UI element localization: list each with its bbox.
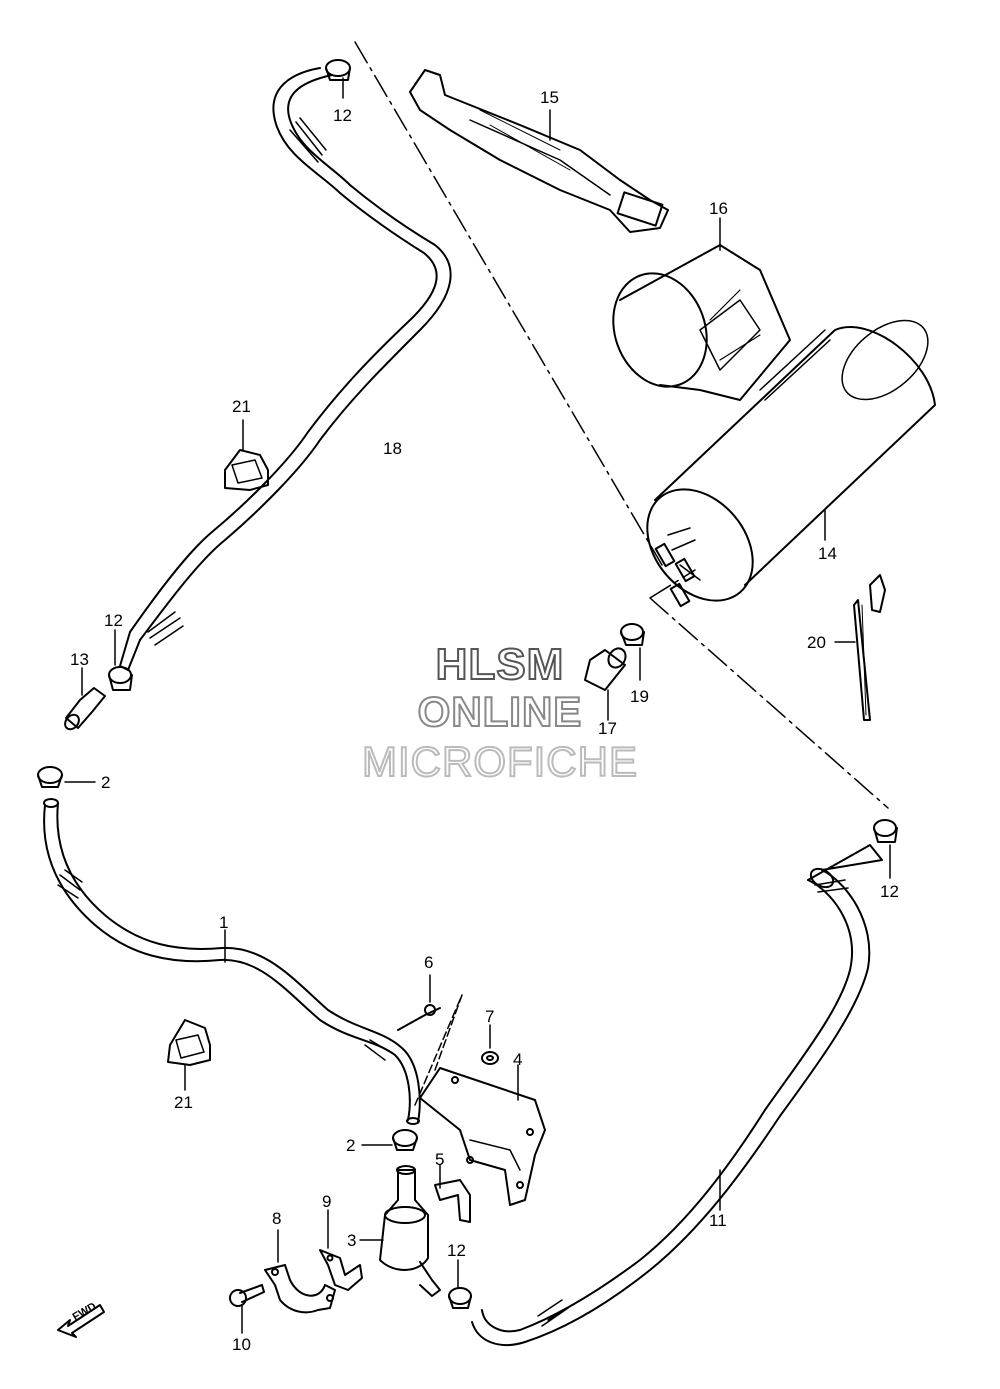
callout-2-upper: 2: [101, 773, 111, 792]
watermark-line-3: MICROFICHE: [361, 737, 638, 786]
rivet-6: [397, 1004, 441, 1031]
fitting-13: [64, 687, 106, 731]
fwd-arrow-icon: [57, 1304, 105, 1338]
clip-21-lower: [167, 1019, 211, 1066]
hose-1: [43, 798, 421, 1125]
callout-3: 3: [347, 1231, 357, 1250]
callout-6: 6: [424, 953, 434, 972]
callout-12-lower: 12: [447, 1241, 466, 1260]
strap-15: [409, 69, 669, 233]
callout-21-lower: 21: [174, 1093, 193, 1112]
callout-2-lower: 2: [346, 1136, 356, 1155]
callout-5: 5: [435, 1150, 445, 1169]
clamp-12-left: [108, 666, 133, 691]
tie-20: [853, 574, 886, 721]
bracket-9: [319, 1249, 363, 1291]
callout-16: 16: [709, 199, 728, 218]
callout-13: 13: [70, 650, 89, 669]
washer-7: [481, 1051, 499, 1065]
hose-17: [584, 647, 627, 691]
callout-11: 11: [709, 1211, 727, 1230]
callout-15: 15: [540, 88, 559, 107]
clamp-12-right: [873, 819, 898, 843]
callout-7: 7: [485, 1007, 495, 1026]
callout-8: 8: [272, 1209, 282, 1228]
callout-21-upper: 21: [232, 397, 251, 416]
clamp-12-top: [325, 59, 351, 81]
callout-18: 18: [383, 439, 402, 458]
clip-5: [434, 1179, 471, 1223]
cover-16: [612, 244, 791, 401]
clamp-19: [620, 623, 645, 646]
hose-11: [471, 844, 883, 1347]
callout-12-top: 12: [333, 106, 352, 125]
callout-19: 19: [630, 687, 649, 706]
callout-1: 1: [219, 913, 229, 932]
clip-21-upper: [224, 449, 269, 491]
bracket-8: [264, 1264, 336, 1314]
callout-12-right: 12: [880, 882, 899, 901]
clamp-2-lower: [392, 1129, 418, 1151]
valve-3: [379, 1165, 441, 1297]
callout-14: 14: [818, 544, 837, 563]
callout-9: 9: [322, 1192, 332, 1211]
hose-18: [119, 67, 452, 671]
callout-4: 4: [513, 1050, 523, 1069]
callout-17: 17: [598, 719, 617, 738]
clamp-12-lower: [448, 1287, 472, 1309]
bolt-10: [229, 1284, 265, 1307]
bracket-4: [419, 1067, 546, 1206]
callout-10: 10: [232, 1335, 251, 1354]
watermark-line-1: HLSM: [435, 639, 565, 690]
clamp-2-upper: [37, 766, 63, 788]
callout-12-left: 12: [104, 611, 123, 630]
callout-20: 20: [807, 633, 826, 652]
watermark-line-2: ONLINE: [417, 687, 583, 736]
canister-14: [646, 319, 936, 608]
